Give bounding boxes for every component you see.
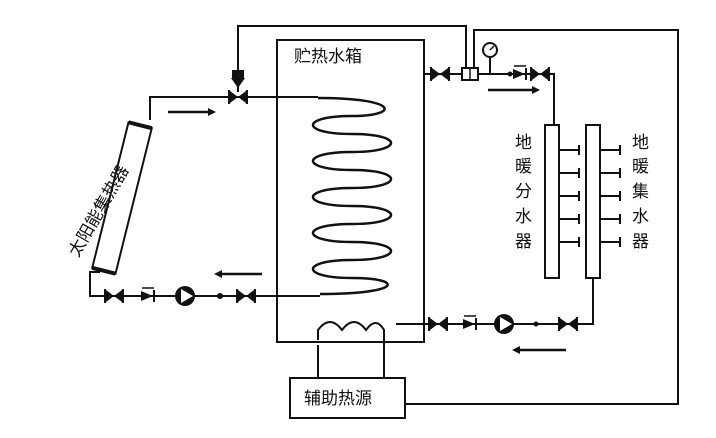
manifold-outlets xyxy=(600,145,621,247)
gate-valve-icon xyxy=(428,316,448,332)
gate-valve-icon xyxy=(104,288,124,304)
distributor-char: 水 xyxy=(515,207,532,227)
manifold-char: 水 xyxy=(632,207,649,227)
distributor-char: 分 xyxy=(515,182,532,202)
valve-actuator-icon xyxy=(231,78,245,88)
gate-valve-icon xyxy=(558,316,578,332)
floor-return-pipe xyxy=(396,278,594,325)
control-loop-pipe xyxy=(237,25,467,70)
distributor-char: 器 xyxy=(515,232,532,252)
floor-collector-manifold xyxy=(585,124,601,279)
manifold-char: 暖 xyxy=(632,157,649,177)
aux-heater-element xyxy=(317,321,385,345)
aux-return-loop-pipe xyxy=(405,29,679,405)
flow-arrow-icon xyxy=(532,86,540,94)
circulation-pump-icon xyxy=(175,286,195,306)
flow-arrow-icon xyxy=(512,346,520,354)
gate-valve-icon xyxy=(530,66,550,82)
distributor-char: 地 xyxy=(515,133,532,153)
tank-label: 贮热水箱 xyxy=(294,47,362,67)
flow-arrow-icon xyxy=(208,108,216,116)
heating-coil xyxy=(311,96,393,296)
aux-heat-source-box xyxy=(289,377,406,419)
gate-valve-icon xyxy=(430,66,450,82)
manifold-char: 集 xyxy=(632,182,649,202)
aux-heat-source-label: 辅助热源 xyxy=(304,389,372,409)
collector-supply-pipe xyxy=(149,96,318,120)
manifold-char: 器 xyxy=(632,232,649,252)
storage-tank xyxy=(276,39,425,343)
three-way-valve-icon xyxy=(228,89,248,105)
distributor-label: 地 暖 分 水 器 xyxy=(515,133,532,252)
manifold-label: 地 暖 集 水 器 xyxy=(632,133,649,252)
floor-supply-pipe xyxy=(424,73,555,125)
circulation-pump-icon xyxy=(494,314,514,334)
collector-return-pipe xyxy=(89,271,320,297)
flow-arrow-icon xyxy=(214,270,222,278)
solar-collector xyxy=(91,120,153,276)
distributor-outlets xyxy=(559,145,580,247)
distributor-char: 暖 xyxy=(515,157,532,177)
gate-valve-icon xyxy=(236,288,256,304)
manifold-char: 地 xyxy=(632,133,649,153)
floor-distributor xyxy=(544,124,560,279)
